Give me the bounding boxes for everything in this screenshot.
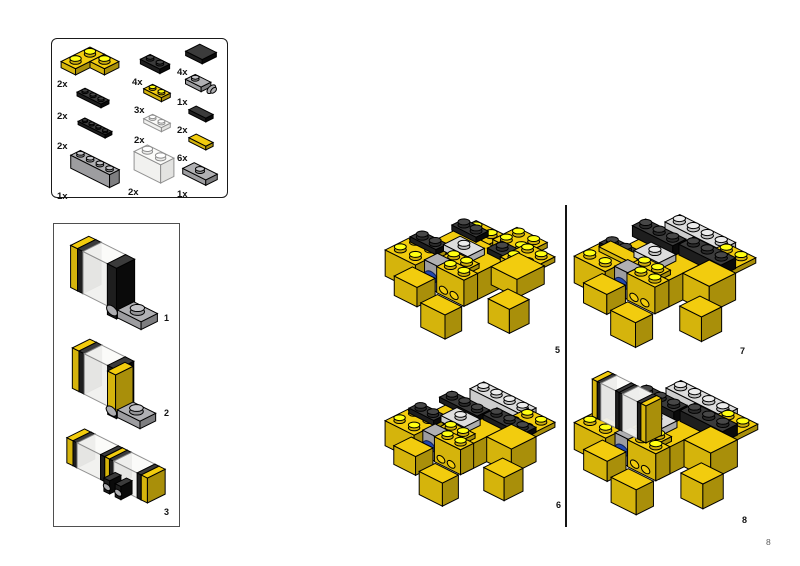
plate-2x2-corner-yellow-icon: [57, 45, 123, 77]
brick-1x4-gray-icon: [57, 149, 133, 189]
step-6-figure: [383, 368, 557, 520]
part-item-tile-1x2-yellow: 6x: [177, 133, 225, 164]
part-quantity: 1x: [177, 188, 188, 200]
subassembly-panel: 1 2 3: [53, 223, 180, 527]
parts-list-panel: 2x 2x 2x 1x 4x 3x 2x 2x 4x 1x 2x 6x 1x: [51, 38, 228, 202]
step-number: 7: [740, 346, 746, 356]
brick-1x2-trans-icon: [128, 143, 180, 185]
step-5-figure: [383, 206, 557, 352]
plate-1x2-black-icon: [132, 53, 178, 75]
plate-1x2-trans-icon: [134, 113, 180, 133]
part-quantity: 2x: [177, 124, 188, 136]
part-item-plate-1x3-black: 2x: [57, 87, 129, 122]
part-quantity: 2x: [134, 134, 145, 146]
part-item-plate-2x2-corner-yellow: 2x: [57, 45, 123, 90]
part-item-plate-1x4-black: 2x: [57, 117, 133, 152]
part-item-plate-1x2-jumper-gray: 1x: [177, 161, 223, 200]
tile-1x2-yellow-icon: [177, 133, 225, 151]
part-item-brick-1x4-gray: 1x: [57, 149, 133, 202]
part-item-brick-1x2-trans: 2x: [128, 143, 180, 198]
part-quantity: 3x: [134, 104, 145, 116]
part-item-tile-2x2-black: 4x: [177, 43, 225, 78]
step-divider-line: [565, 205, 567, 527]
part-item-plate-1x2-trans: 2x: [134, 113, 180, 146]
substep-2-illustration: [63, 336, 165, 432]
part-quantity: 4x: [132, 76, 143, 88]
step-number: 8: [742, 515, 748, 525]
part-quantity: 2x: [57, 78, 68, 90]
substep-number: 1: [164, 313, 170, 323]
part-quantity: 4x: [177, 66, 188, 78]
part-quantity: 1x: [57, 190, 68, 202]
tile-2x2-black-icon: [177, 43, 225, 65]
part-item-plate-1x2-yellow: 3x: [134, 83, 180, 116]
part-item-tile-1x2-black: 2x: [177, 105, 225, 136]
substep-number: 3: [164, 507, 170, 517]
plate-1x2-jumper-gray-icon: [177, 161, 223, 187]
part-quantity: 6x: [177, 152, 188, 164]
step-7-figure: [572, 206, 758, 356]
substep-1-illustration: [63, 233, 165, 333]
plate-1x4-black-icon: [57, 117, 133, 139]
step-5-model-illustration: [383, 206, 557, 352]
substep-3-illustration: [58, 426, 174, 506]
plate-1x3-black-icon: [57, 87, 129, 109]
plate-1x2-yellow-icon: [134, 83, 180, 103]
step-6-model-illustration: [383, 368, 557, 520]
step-number: 6: [556, 500, 562, 510]
step-number: 5: [555, 345, 561, 355]
part-quantity: 2x: [128, 186, 139, 198]
step-8-model-illustration: [572, 360, 760, 526]
part-quantity: 2x: [57, 110, 68, 122]
step-8-figure: [572, 360, 760, 526]
part-item-plate-1x2-clip-gray: 1x: [177, 73, 225, 108]
plate-1x2-clip-gray-icon: [177, 73, 225, 95]
part-item-plate-1x2-black: 4x: [132, 53, 178, 88]
substep-number: 2: [164, 408, 170, 418]
page-number: 8: [766, 537, 771, 547]
part-quantity: 2x: [57, 140, 68, 152]
part-quantity: 1x: [177, 96, 188, 108]
tile-1x2-black-icon: [177, 105, 225, 123]
step-7-model-illustration: [572, 206, 758, 356]
